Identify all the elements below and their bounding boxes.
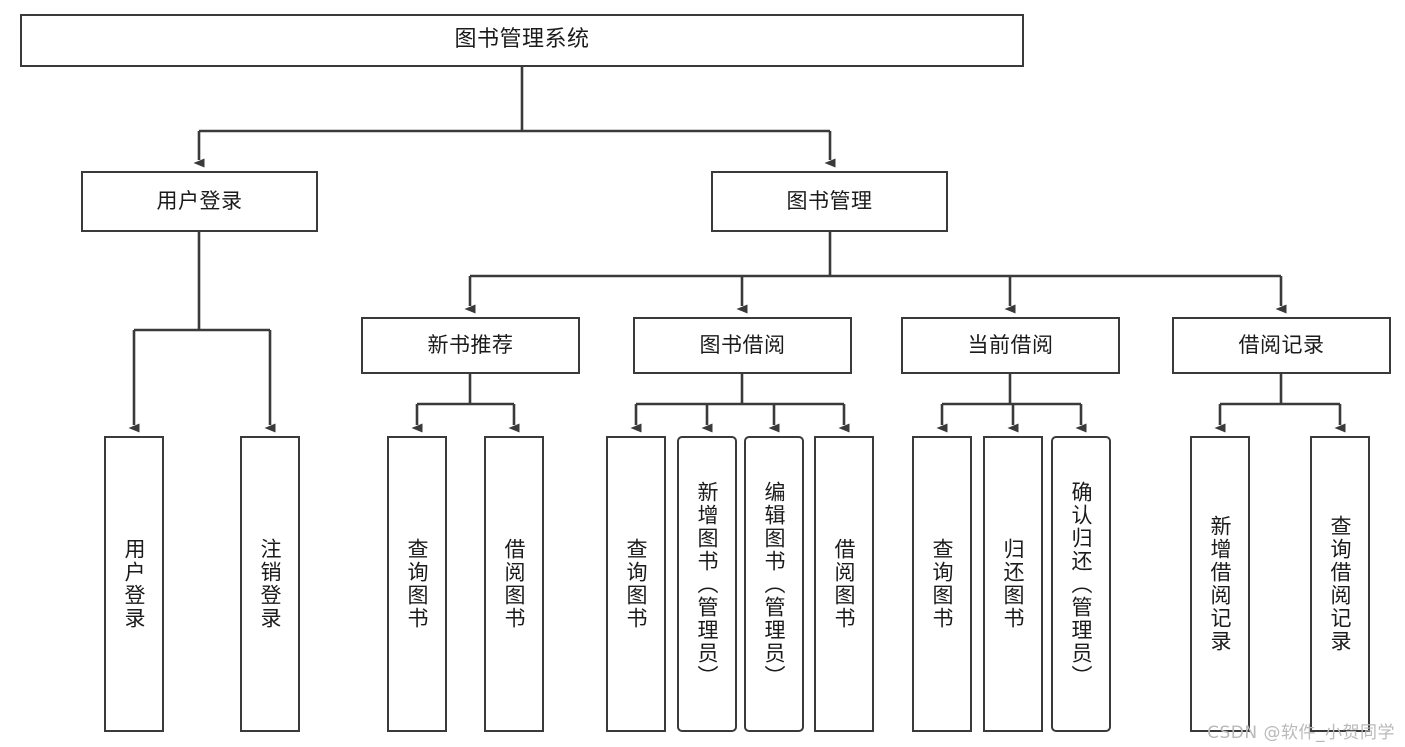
node-current-borrow-label: 当前借阅 [967,332,1054,357]
leaf-logout[interactable]: 注销登录 [240,436,300,732]
leaf-query-book-current[interactable]: 查询图书 [912,436,972,732]
leaf-logout-label: 注销登录 [258,538,282,630]
node-book-borrow-label: 图书借阅 [699,332,786,357]
edge-userlogin-to-leaves [128,232,276,433]
leaf-edit-book-admin-label: 编辑图书（管理员） [762,480,786,688]
leaf-confirm-return-admin-label: 确认归还（管理员） [1069,480,1093,688]
leaf-query-book-newrec[interactable]: 查询图书 [387,436,447,732]
leaf-add-borrow-record-label: 新增借阅记录 [1208,515,1232,653]
node-new-book-recommend-label: 新书推荐 [427,332,514,357]
edge-root-to-level2 [193,67,836,168]
leaf-borrow-book[interactable]: 借阅图书 [814,436,874,732]
leaf-confirm-return-admin[interactable]: 确认归还（管理员） [1051,436,1111,732]
node-user-login[interactable]: 用户登录 [81,171,318,232]
leaf-edit-book-admin[interactable]: 编辑图书（管理员） [744,436,804,732]
node-root-label: 图书管理系统 [454,27,590,53]
node-root[interactable]: 图书管理系统 [20,14,1024,67]
leaf-query-borrow-record-label: 查询借阅记录 [1328,515,1352,653]
node-book-management-label: 图书管理 [786,188,873,213]
leaf-query-book-current-label: 查询图书 [930,538,954,630]
edge-newbook-to-leaves [411,374,520,433]
leaf-user-login-label: 用户登录 [122,538,146,630]
node-borrow-records[interactable]: 借阅记录 [1172,317,1391,374]
node-book-management[interactable]: 图书管理 [711,171,948,232]
node-borrow-records-label: 借阅记录 [1238,332,1325,357]
edge-bookmgmt-to-level3 [464,232,1287,314]
leaf-add-borrow-record[interactable]: 新增借阅记录 [1190,436,1250,732]
edge-borrow-to-leaves [630,374,850,433]
node-current-borrow[interactable]: 当前借阅 [901,317,1120,374]
leaf-return-book[interactable]: 归还图书 [983,436,1043,732]
leaf-return-book-label: 归还图书 [1001,538,1025,630]
leaf-add-book-admin[interactable]: 新增图书（管理员） [677,436,737,732]
leaf-user-login[interactable]: 用户登录 [104,436,164,732]
node-new-book-recommend[interactable]: 新书推荐 [361,317,580,374]
leaf-add-book-admin-label: 新增图书（管理员） [695,480,719,688]
node-book-borrow[interactable]: 图书借阅 [633,317,852,374]
leaf-borrow-book-newrec[interactable]: 借阅图书 [484,436,544,732]
leaf-query-book-borrow[interactable]: 查询图书 [606,436,666,732]
leaf-borrow-book-label: 借阅图书 [832,538,856,630]
leaf-query-book-newrec-label: 查询图书 [405,538,429,630]
leaf-query-borrow-record[interactable]: 查询借阅记录 [1310,436,1370,732]
csdn-watermark: CSDN @软件_小贺同学 [1207,723,1395,743]
edge-records-to-leaves [1214,374,1346,433]
leaf-query-book-borrow-label: 查询图书 [624,538,648,630]
node-user-login-label: 用户登录 [156,188,243,213]
edge-current-to-leaves [936,374,1087,433]
leaf-borrow-book-newrec-label: 借阅图书 [502,538,526,630]
